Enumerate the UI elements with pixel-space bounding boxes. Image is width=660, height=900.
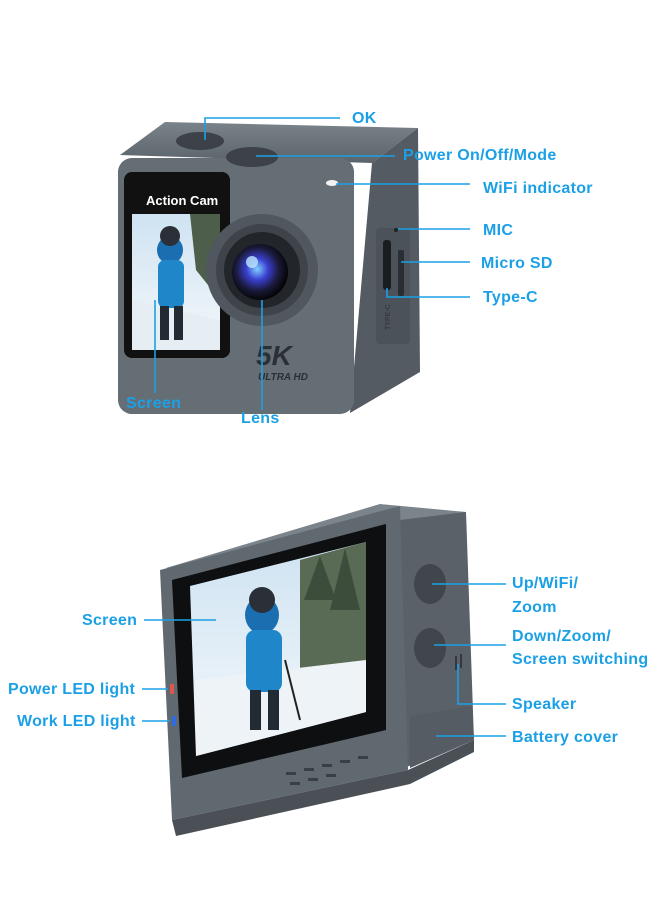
micro-sd-slot[interactable] [398, 250, 404, 296]
type-c-port[interactable] [383, 240, 391, 290]
callout-battery-cover: Battery cover [512, 729, 619, 746]
back-camera [160, 504, 474, 836]
front-camera: Action Cam 5K ULTRA HD TYPE-C [118, 122, 420, 414]
down-zoom-button[interactable] [414, 628, 446, 668]
front-screen-title: Action Cam [146, 193, 218, 208]
bottom-vents [286, 756, 368, 785]
callout-micro-sd: Micro SD [481, 255, 553, 272]
callout-up-wifi-zoom: Up/WiFi/ [512, 575, 579, 592]
callout-speaker: Speaker [512, 696, 577, 713]
side-port-door [376, 228, 410, 344]
back-screen-image [196, 542, 366, 756]
callout-wifi-indicator: WiFi indicator [483, 180, 593, 197]
port-label: TYPE-C [385, 304, 392, 330]
callout-up-wifi-zoom-line2: Zoom [512, 599, 557, 616]
callout-mic: MIC [483, 222, 514, 239]
speaker-grille [455, 654, 462, 670]
front-screen-image [132, 214, 220, 350]
mic-hole [394, 228, 398, 232]
back-camera-bottom-edge [172, 740, 474, 836]
callout-down-zoom-line2: Screen switching [512, 651, 649, 668]
lens-glare [246, 256, 258, 268]
callout-type-c: Type-C [483, 289, 538, 306]
callout-ok: OK [352, 110, 377, 127]
battery-cover [410, 706, 474, 768]
wifi-indicator-led [326, 180, 338, 186]
power-led [170, 684, 174, 694]
callout-down-zoom: Down/Zoom/ [512, 628, 611, 645]
callout-lens: Lens [241, 410, 280, 427]
back-callout-lines [142, 583, 506, 737]
callout-power-on-off-mode: Power On/Off/Mode [403, 147, 557, 164]
callout-power-led-light: Power LED light [8, 681, 136, 698]
ok-button[interactable] [176, 132, 224, 150]
badge-ultra-hd: ULTRA HD [258, 372, 308, 383]
work-led [172, 716, 176, 726]
up-wifi-zoom-button[interactable] [414, 564, 446, 604]
lens [232, 244, 288, 300]
callout-work-led-light: Work LED light [17, 713, 136, 730]
front-callout-lines [154, 117, 470, 410]
callout-screen-back: Screen [82, 612, 138, 629]
power-button[interactable] [226, 147, 278, 167]
callout-screen-front: Screen [126, 395, 182, 412]
